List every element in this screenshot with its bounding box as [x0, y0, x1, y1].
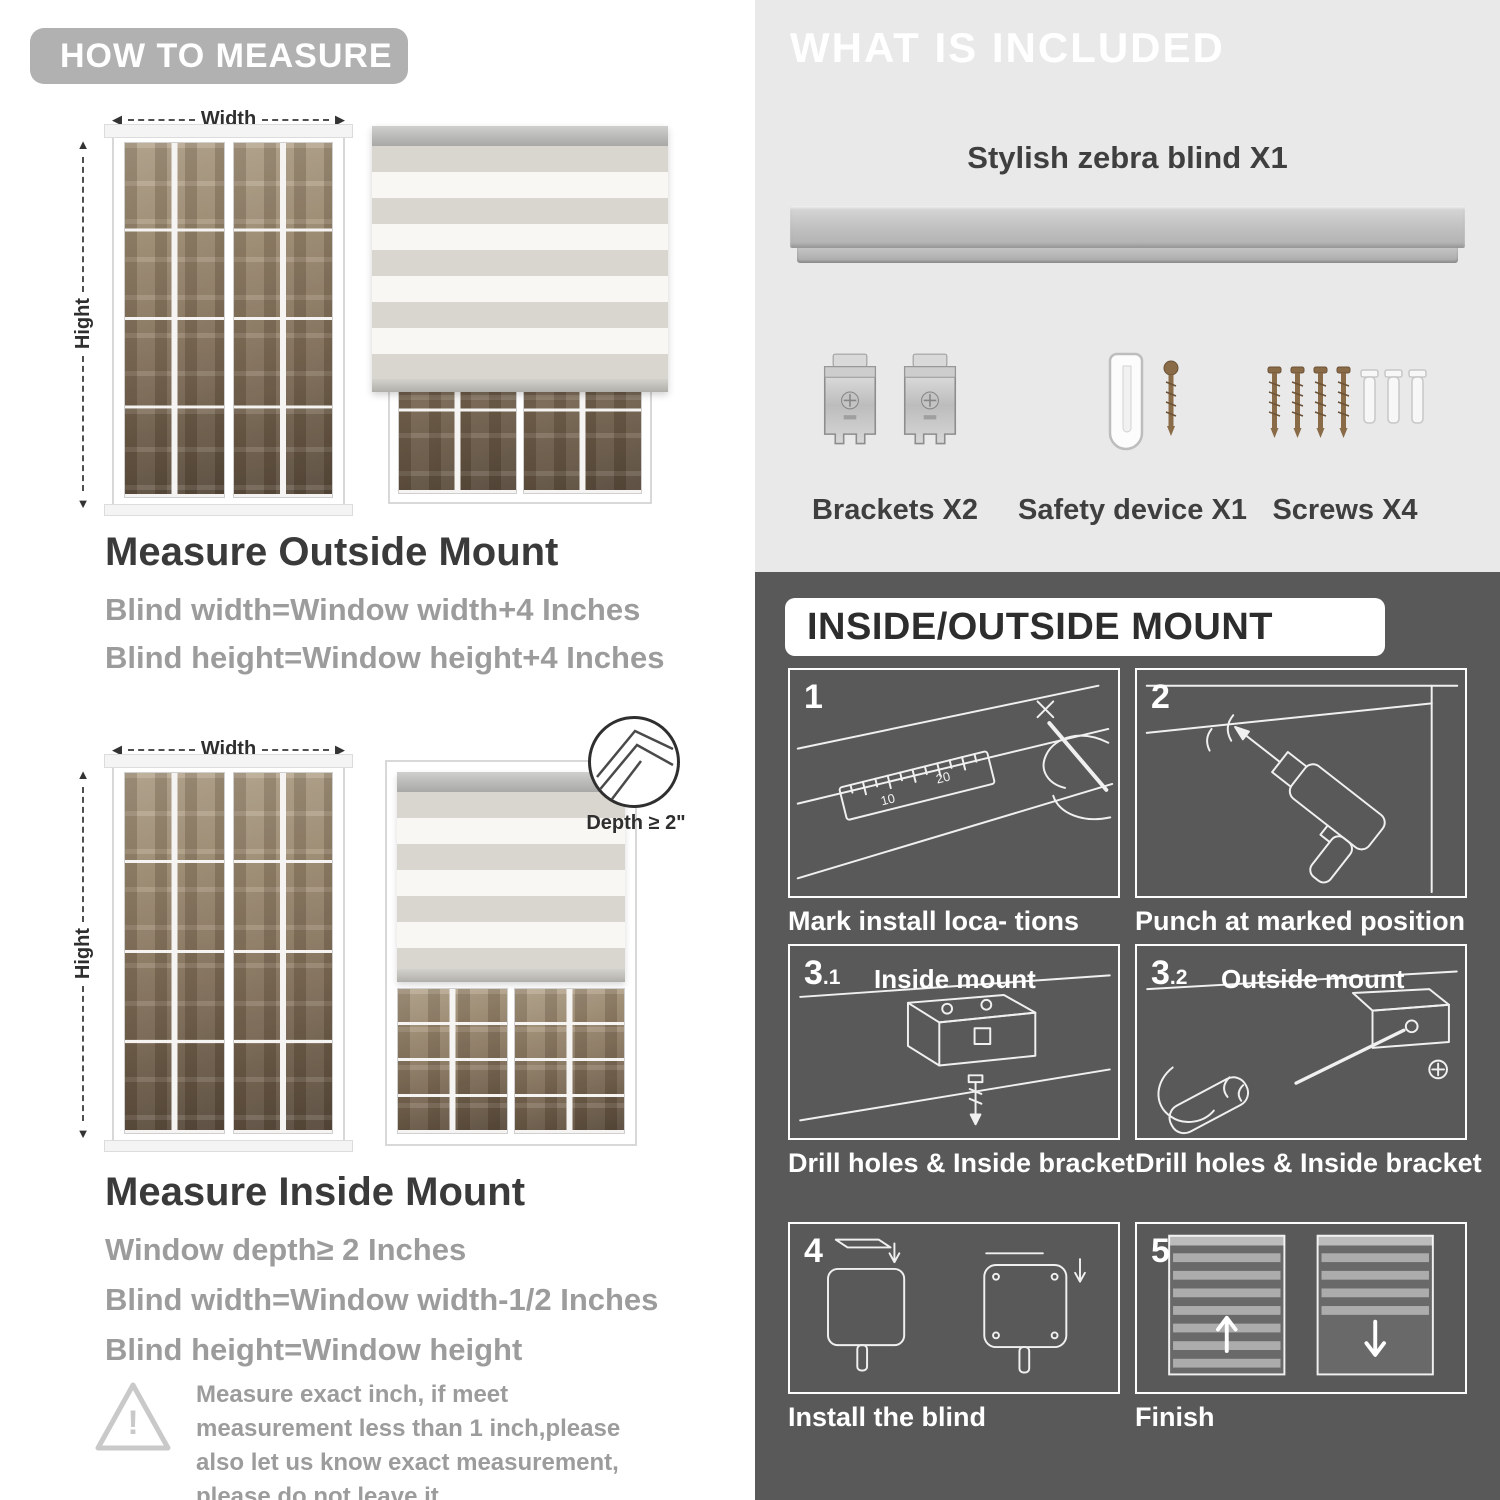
- step-5-caption: Finish: [1135, 1402, 1215, 1432]
- outside-mount-blind-illustration: [372, 126, 668, 504]
- outside-bracket-illustration: [1146, 970, 1458, 1135]
- zebra-blind-headrail-image: [790, 206, 1465, 263]
- arrow-down-icon: ▼: [76, 1126, 90, 1141]
- safety-device-label: Safety device X1: [1018, 494, 1247, 526]
- blind-top-rail: [397, 772, 625, 792]
- window-illustration: [104, 124, 353, 516]
- mark-locations-illustration: 10 20: [796, 684, 1114, 880]
- brackets-label: Brackets X2: [811, 494, 979, 526]
- step-4-caption: Install the blind: [788, 1402, 987, 1432]
- what-is-included-section: WHAT IS INCLUDED Stylish zebra blind X1: [755, 0, 1500, 572]
- arrow-up-icon: ▲: [76, 767, 90, 782]
- how-to-measure-section: HOW TO MEASURE ◀ Width ▶ ▲ Hight ▼: [30, 28, 686, 1500]
- warning-text: Measure exact inch, if meet measurement …: [196, 1381, 621, 1500]
- height-arrow: ▲ Hight ▼: [70, 768, 96, 1140]
- step-3-2-caption: Drill holes & Inside bracket: [1135, 1148, 1482, 1178]
- bracket-icon: [823, 353, 877, 445]
- step-3-1-title: Inside mount: [874, 964, 1036, 994]
- screws-icon: [1267, 366, 1427, 438]
- mount-header: INSIDE/OUTSIDE MOUNT: [785, 598, 1385, 656]
- depth-label: Depth ≥ 2": [586, 812, 686, 834]
- window-illustration: [104, 754, 353, 1152]
- step-3-2-box: 3.2 Outside mount: [1135, 944, 1467, 1140]
- inside-rule-2: Blind width=Window width-1/2 Inches: [105, 1282, 659, 1317]
- arrow-left-icon: ◀: [112, 112, 122, 127]
- ruler-mark: 10: [879, 790, 896, 808]
- inside-bracket-illustration: [799, 974, 1111, 1126]
- blind-bottom-rail: [372, 379, 668, 392]
- inside-mount-heading: Measure Inside Mount: [105, 1170, 526, 1214]
- step-2-box: 2: [1135, 668, 1467, 898]
- arrow-down-icon: ▼: [76, 496, 90, 511]
- mount-instructions-section: INSIDE/OUTSIDE MOUNT 1 10: [755, 572, 1500, 1500]
- step-3-2-title: Outside mount: [1221, 964, 1405, 994]
- how-to-measure-header: HOW TO MEASURE: [30, 28, 408, 84]
- step-3-1-caption: Drill holes & Inside bracket: [788, 1148, 1135, 1178]
- step-1-box: 1 10 20: [788, 668, 1120, 898]
- what-is-included-header: WHAT IS INCLUDED: [790, 24, 1225, 71]
- zebra-blind-label: Stylish zebra blind X1: [967, 140, 1288, 175]
- outside-rule-2: Blind height=Window height+4 Inches: [105, 640, 665, 675]
- window-pane: [124, 142, 225, 498]
- bracket-icon: [903, 353, 957, 445]
- screws-label: Screws X4: [1272, 494, 1418, 526]
- install-blind-illustration: [827, 1238, 1086, 1374]
- blind-bottom-rail: [397, 968, 625, 982]
- step-2-caption: Punch at marked position: [1135, 906, 1466, 936]
- drill-illustration: [1145, 684, 1459, 894]
- measure-warning: ! Measure exact inch, if meet measuremen…: [92, 1378, 666, 1500]
- outside-rule-1: Blind width=Window width+4 Inches: [105, 592, 641, 627]
- inside-rule-3: Blind height=Window height: [105, 1332, 523, 1367]
- blind-stripes: [372, 146, 668, 379]
- height-label: Hight: [71, 298, 94, 350]
- warning-mark: !: [127, 1404, 139, 1442]
- window-pane: [232, 142, 333, 498]
- inside-mount-blind-illustration: [385, 760, 637, 1146]
- finish-illustration: [1168, 1234, 1434, 1376]
- zebra-blind: [372, 126, 668, 392]
- ruler-mark: 20: [934, 768, 951, 786]
- step-3-1-box: 3.1 Inside mount: [788, 944, 1120, 1140]
- arrow-right-icon: ▶: [335, 742, 346, 757]
- blind-top-rail: [372, 126, 668, 146]
- warning-icon: !: [92, 1378, 174, 1458]
- step-1-caption: Mark install loca- tions: [788, 906, 1080, 936]
- height-label: Hight: [71, 928, 94, 980]
- blind-stripes: [397, 792, 625, 969]
- zebra-blind: [397, 772, 625, 982]
- outside-mount-heading: Measure Outside Mount: [105, 530, 559, 574]
- arrow-up-icon: ▲: [76, 137, 90, 152]
- safety-device-icon: [1108, 352, 1179, 451]
- arrow-left-icon: ◀: [112, 742, 122, 757]
- height-arrow: ▲ Hight ▼: [70, 138, 96, 510]
- depth-callout-icon: [588, 716, 680, 808]
- arrow-right-icon: ▶: [335, 112, 346, 127]
- inside-rule-1: Window depth≥ 2 Inches: [105, 1232, 467, 1267]
- step-5-box: 5: [1135, 1222, 1467, 1394]
- step-4-box: 4: [788, 1222, 1120, 1394]
